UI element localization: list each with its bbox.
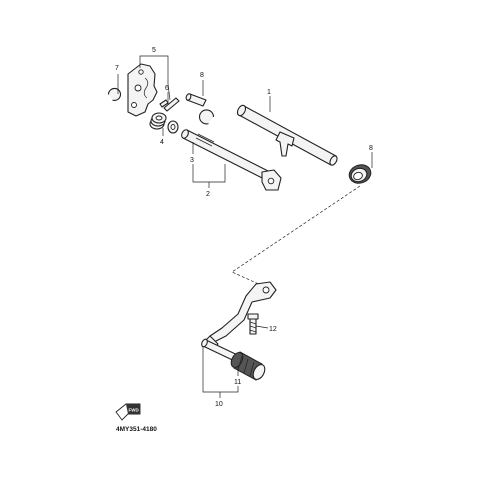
callout-8-pin: 8 (200, 72, 204, 79)
callout-1: 1 (267, 89, 271, 96)
leader-lines (117, 55, 373, 398)
callout-12: 12 (269, 326, 277, 333)
return-spring (149, 112, 167, 130)
washer (167, 120, 179, 134)
callout-3: 3 (190, 157, 194, 164)
callout-11: 11 (234, 379, 241, 386)
front-direction-icon: FWD (115, 403, 141, 421)
shift-drum-shaft (236, 104, 338, 166)
front-badge-text: FWD (129, 408, 140, 413)
assembly-guide-line (231, 185, 361, 291)
callout-5: 5 (152, 47, 156, 54)
pedal-bolt (247, 313, 259, 335)
callout-10: 10 (215, 401, 223, 408)
callout-labels: 5 7 6 8 1 4 3 2 8 12 11 10 (115, 47, 373, 408)
drawing-code: 4MY351-4180 (116, 426, 157, 433)
pedal-rubber (230, 351, 266, 381)
callout-6: 6 (165, 85, 169, 92)
shift-shaft (181, 129, 282, 191)
circlip-center (198, 109, 215, 125)
callout-2: 2 (206, 191, 210, 198)
circlip-left (107, 87, 122, 101)
shift-pawl-spring (159, 97, 180, 112)
callout-7: 7 (115, 65, 119, 72)
shift-pin (185, 93, 207, 107)
callout-8-seal: 8 (369, 145, 373, 152)
shift-guide-plate (127, 63, 158, 117)
oil-seal (348, 164, 372, 184)
callout-4: 4 (160, 139, 164, 146)
